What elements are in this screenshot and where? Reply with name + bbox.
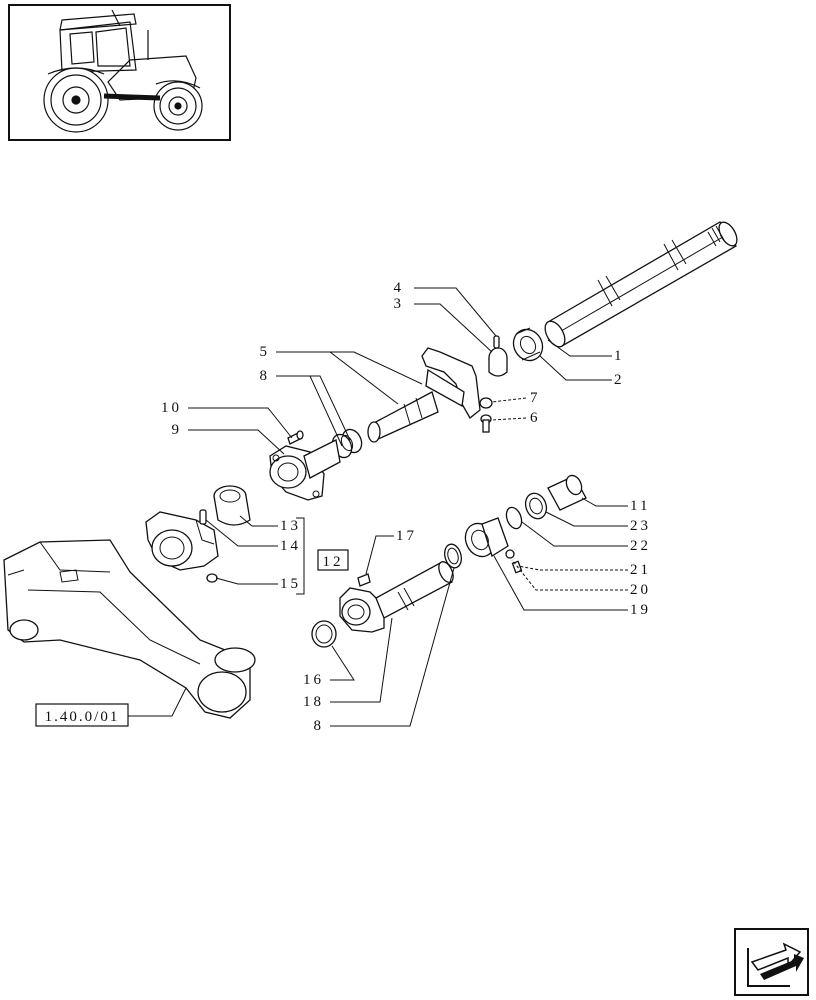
- seal-22: [505, 506, 523, 530]
- callout-18: 18: [303, 694, 324, 710]
- axle-housing: [3, 539, 256, 719]
- callout-19: 19: [630, 602, 651, 618]
- callout-5: 5: [260, 344, 271, 360]
- washer-23: [524, 492, 548, 520]
- pin: [488, 335, 508, 377]
- sleeve: [464, 517, 523, 574]
- lower-shaft: [339, 561, 454, 633]
- bearing: [512, 327, 544, 362]
- drive-shaft: [544, 221, 738, 348]
- reference-box[interactable]: 1.40.0/01: [35, 703, 129, 727]
- callout-16: 16: [303, 672, 324, 688]
- callout-20: 20: [630, 582, 651, 598]
- callout-3: 3: [394, 296, 405, 312]
- callout-14: 14: [280, 538, 301, 554]
- bearing-support: [269, 439, 341, 501]
- callout-11: 11: [630, 498, 650, 514]
- callout-12: 12: [323, 554, 344, 570]
- callout-4: 4: [394, 280, 405, 296]
- callout-6: 6: [530, 410, 541, 426]
- callout-8-lower: 8: [314, 718, 325, 734]
- callout-15: 15: [280, 576, 301, 592]
- callout-9: 9: [172, 422, 183, 438]
- callout-labels: 4 3 1 2 5 8 7 6 10 9 11 23 22 21 20 19 1…: [161, 280, 651, 734]
- callout-22: 22: [630, 538, 651, 554]
- next-page-arrow-icon[interactable]: [734, 928, 809, 996]
- callout-8-upper: 8: [260, 368, 271, 384]
- bushing-11: [547, 474, 587, 511]
- callout-21: 21: [630, 562, 651, 578]
- callout-7: 7: [530, 390, 541, 406]
- group-box: [317, 549, 349, 571]
- callout-23: 23: [630, 518, 651, 534]
- callout-10: 10: [161, 400, 182, 416]
- seal-ring: [311, 620, 337, 648]
- screw: [287, 430, 304, 445]
- tractor-icon: [43, 9, 203, 133]
- bolt: [479, 397, 493, 433]
- tractor-thumbnail: [8, 4, 231, 141]
- callout-17: 17: [396, 528, 417, 544]
- bushing: [213, 485, 251, 526]
- leader-lines: [188, 287, 628, 727]
- callout-13: 13: [280, 518, 301, 534]
- shift-fork: [367, 347, 481, 443]
- screw-17: [357, 573, 371, 587]
- callout-2: 2: [614, 372, 625, 388]
- axle-support-housing: [145, 509, 219, 583]
- callout-1: 1: [614, 348, 625, 364]
- reference-label: 1.40.0/01: [45, 709, 120, 725]
- snap-ring-lower: [444, 543, 462, 569]
